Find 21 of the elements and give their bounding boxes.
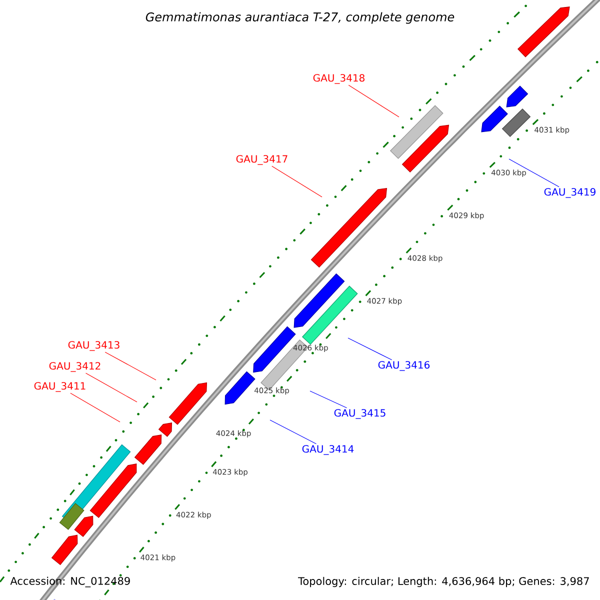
leader-line bbox=[508, 158, 560, 188]
gene-label: GAU_3418 bbox=[313, 74, 364, 84]
gene-label: GAU_3412 bbox=[49, 362, 100, 372]
gene-label: GAU_3417 bbox=[236, 155, 288, 165]
gene-label: GAU_3416 bbox=[378, 361, 430, 371]
gene-label: GAU_3419 bbox=[544, 188, 596, 198]
gene-label: GAU_3411 bbox=[34, 382, 86, 392]
leader-line bbox=[104, 352, 156, 380]
summary-label: Topology: circular; Length: 4,636,964 bp; Genes: 3,987 bbox=[298, 576, 589, 588]
leader-line bbox=[310, 390, 348, 408]
leader-line bbox=[348, 84, 400, 118]
leader-line bbox=[348, 338, 392, 360]
gene-label: GAU_3415 bbox=[334, 409, 386, 419]
leader-line bbox=[270, 420, 317, 444]
leader-line bbox=[272, 166, 322, 198]
leader-line bbox=[70, 392, 120, 422]
title: Gemmatimonas aurantiaca T-27, complete genome bbox=[146, 12, 454, 24]
gene-label: GAU_3414 bbox=[302, 445, 354, 455]
accession-label: Accession: NC_012489 bbox=[10, 576, 130, 588]
gene-label: GAU_3413 bbox=[68, 341, 120, 351]
leader-line bbox=[85, 372, 138, 402]
